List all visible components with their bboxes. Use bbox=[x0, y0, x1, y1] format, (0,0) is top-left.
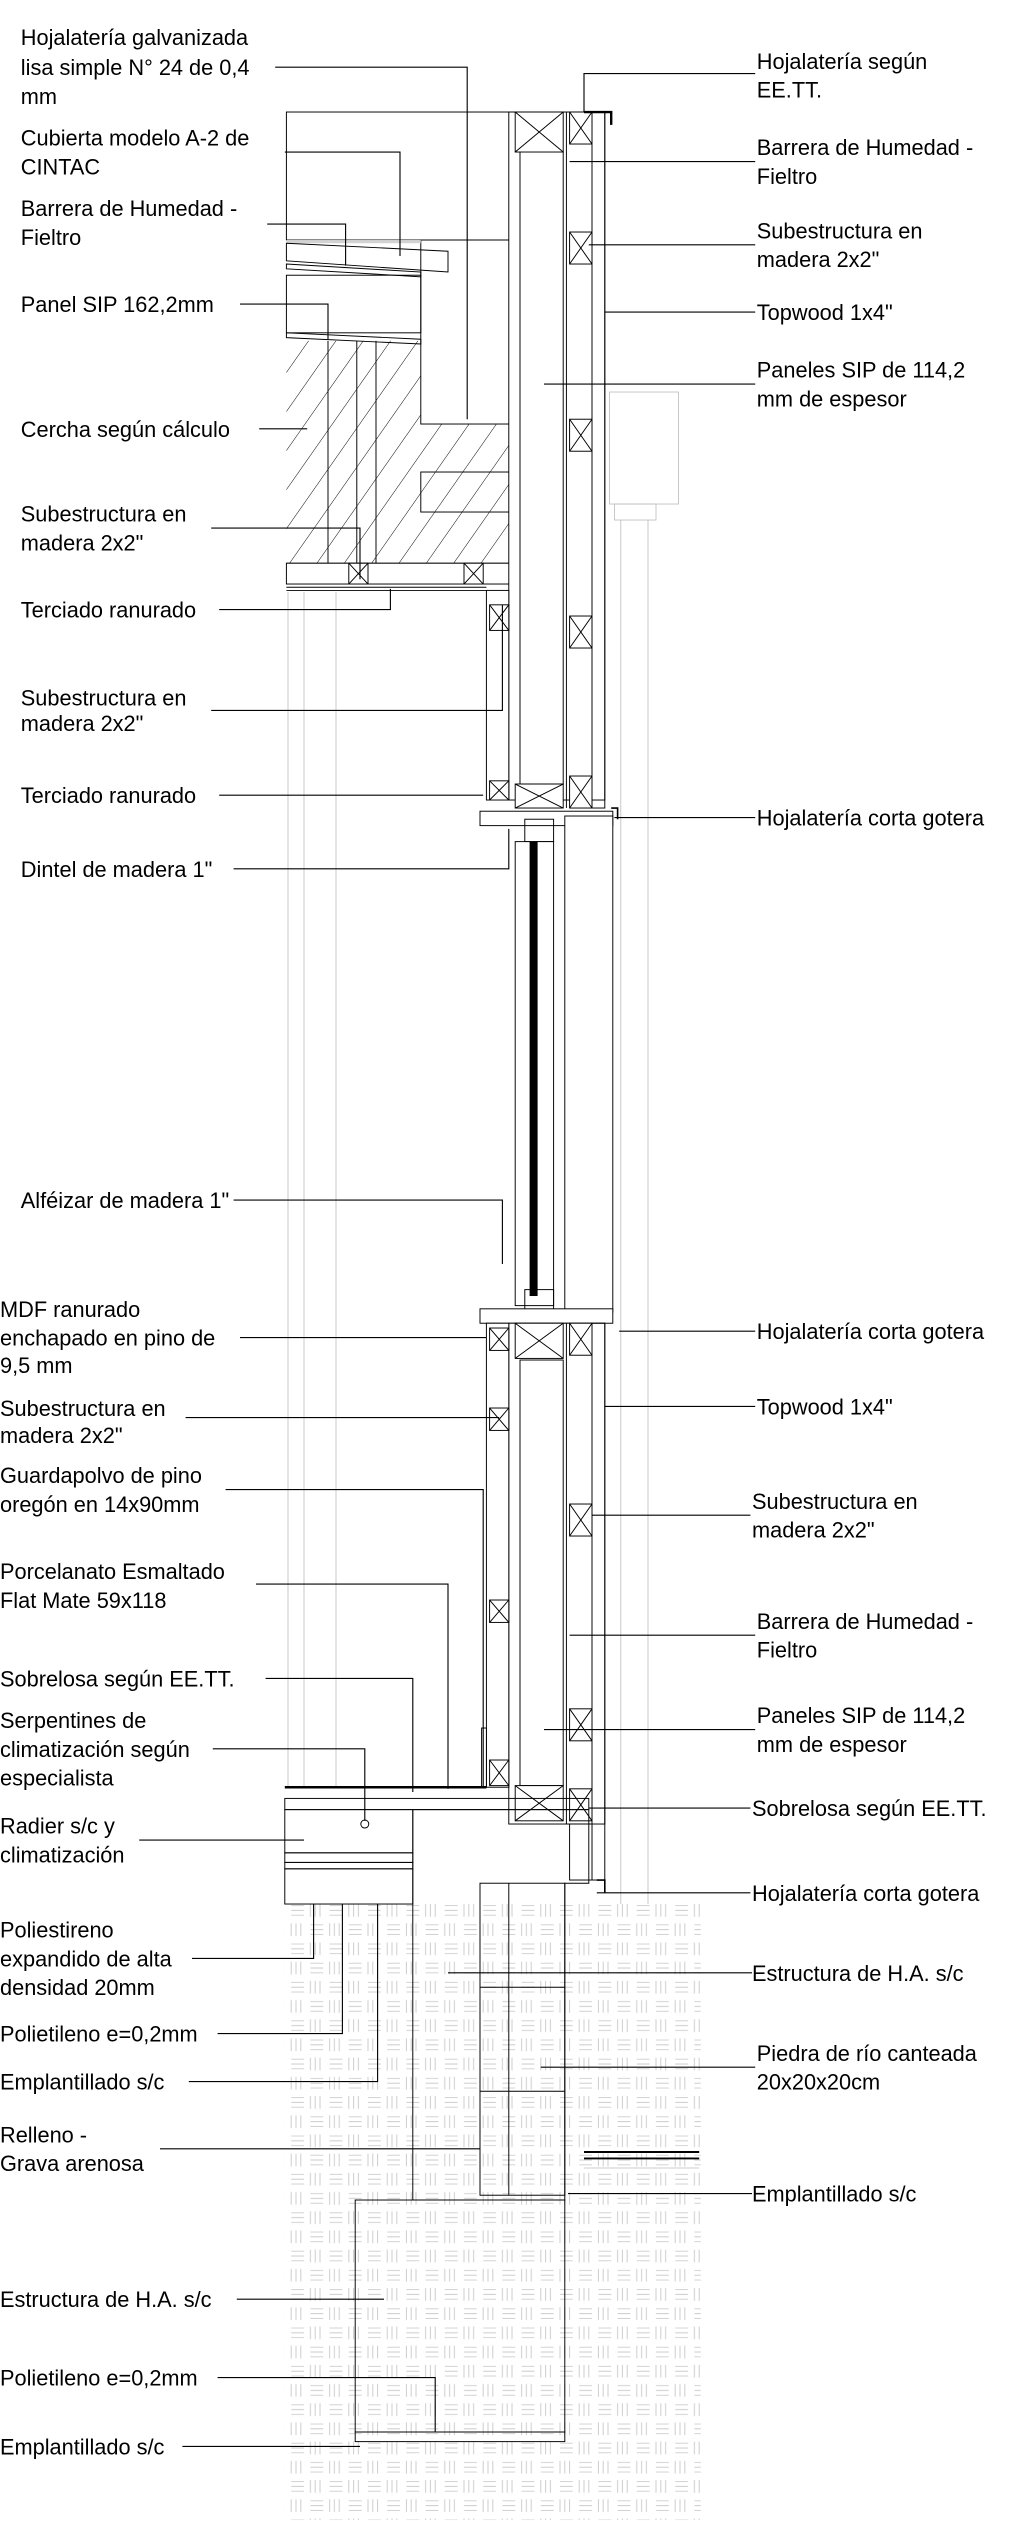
label-poliestireno: densidad 20mm bbox=[0, 1975, 155, 2000]
label-estructura-ha: Estructura de H.A. s/c bbox=[0, 2287, 212, 2312]
roof-assembly bbox=[285, 111, 515, 591]
radier bbox=[284, 1809, 414, 1854]
label-relleno: Grava arenosa bbox=[0, 2151, 145, 2176]
label-paneles-sip: mm de espesor bbox=[757, 386, 907, 411]
window bbox=[479, 807, 619, 1324]
label-guardapolvo: Guardapolvo de pino bbox=[0, 1463, 202, 1488]
label-polietileno: Polietileno e=0,2mm bbox=[0, 2366, 198, 2391]
label-polietileno: Polietileno e=0,2mm bbox=[0, 2022, 198, 2047]
label-subestructura: madera 2x2" bbox=[757, 247, 880, 272]
heating-pipe bbox=[360, 1819, 370, 1829]
label-subestructura: madera 2x2" bbox=[21, 530, 144, 555]
label-subestructura: Subestructura en bbox=[752, 1489, 918, 1514]
label-dintel: Dintel de madera 1" bbox=[21, 857, 213, 882]
label-poliestireno: Poliestireno bbox=[0, 1918, 114, 1943]
label-hojalateria-galvanizada: lisa simple N° 24 de 0,4 bbox=[21, 55, 250, 80]
label-serpentines: especialista bbox=[0, 1766, 115, 1791]
timber-block-xbox bbox=[348, 562, 484, 585]
label-cercha: Cercha según cálculo bbox=[21, 417, 230, 442]
label-paneles-sip: mm de espesor bbox=[757, 1732, 907, 1757]
label-barrera-humedad: Barrera de Humedad - bbox=[757, 135, 973, 160]
label-topwood: Topwood 1x4" bbox=[757, 1394, 893, 1419]
upper-wall bbox=[485, 110, 613, 809]
label-paneles-sip: Paneles SIP de 114,2 bbox=[757, 358, 965, 383]
river-stone-block bbox=[479, 1882, 566, 2196]
left-labels: Hojalatería galvanizada lisa simple N° 2… bbox=[0, 25, 250, 2460]
label-barrera-humedad: Fieltro bbox=[757, 1638, 817, 1663]
fill-gravel-background bbox=[284, 1904, 701, 2521]
label-piedra-rio: 20x20x20cm bbox=[757, 2070, 880, 2095]
leader-lines bbox=[139, 66, 756, 2447]
background-elevation bbox=[287, 391, 679, 2049]
baseboard bbox=[481, 1727, 487, 1788]
label-porcelanato: Flat Mate 59x118 bbox=[0, 1588, 166, 1613]
label-porcelanato: Porcelanato Esmaltado bbox=[0, 1559, 225, 1584]
label-subestructura: madera 2x2" bbox=[752, 1518, 875, 1543]
label-relleno: Relleno - bbox=[0, 2122, 87, 2147]
lower-wall bbox=[481, 1322, 606, 1893]
truss-hatch bbox=[286, 340, 421, 564]
label-hojalateria-segun: EE.TT. bbox=[757, 78, 822, 103]
label-cubierta: CINTAC bbox=[21, 154, 100, 179]
label-serpentines: climatización según bbox=[0, 1737, 190, 1762]
label-sobrelosa: Sobrelosa según EE.TT. bbox=[752, 1796, 987, 1821]
right-labels: Hojalatería según EE.TT. Barrera de Hume… bbox=[752, 49, 987, 2207]
label-guardapolvo: oregón en 14x90mm bbox=[0, 1492, 200, 1517]
label-cubierta: Cubierta modelo A-2 de bbox=[21, 126, 250, 151]
top-flashing bbox=[584, 110, 613, 125]
label-mdf: MDF ranurado bbox=[0, 1297, 140, 1322]
label-barrera-humedad: Barrera de Humedad - bbox=[757, 1609, 973, 1634]
label-emplantillado: Emplantillado s/c bbox=[0, 2434, 165, 2459]
label-paneles-sip: Paneles SIP de 114,2 bbox=[757, 1703, 965, 1728]
label-sobrelosa: Sobrelosa según EE.TT. bbox=[0, 1666, 235, 1691]
label-subestructura: Subestructura en bbox=[21, 502, 187, 527]
label-barrera-humedad: Fieltro bbox=[21, 225, 81, 250]
label-topwood: Topwood 1x4" bbox=[757, 300, 893, 325]
label-terciado: Terciado ranurado bbox=[21, 783, 196, 808]
substructure-xbox bbox=[569, 111, 593, 809]
label-emplantillado: Emplantillado s/c bbox=[752, 2182, 917, 2207]
label-estructura-ha: Estructura de H.A. s/c bbox=[752, 1961, 964, 1986]
roof-sheet bbox=[285, 242, 449, 273]
gravel-bed bbox=[284, 1868, 414, 1905]
label-subestructura: Subestructura en bbox=[0, 1396, 166, 1421]
label-mdf: enchapado en pino de bbox=[0, 1326, 215, 1351]
label-emplantillado: Emplantillado s/c bbox=[0, 2070, 165, 2095]
label-barrera-humedad: Fieltro bbox=[757, 164, 817, 189]
label-subestructura: Subestructura en bbox=[757, 218, 923, 243]
label-hojalateria-galvanizada: Hojalatería galvanizada bbox=[21, 25, 249, 50]
floor-foundation bbox=[284, 1785, 701, 2521]
label-radier: Radier s/c y bbox=[0, 1814, 115, 1839]
label-corta-gotera: Hojalatería corta gotera bbox=[757, 806, 985, 831]
label-radier: climatización bbox=[0, 1842, 125, 1867]
label-mdf: 9,5 mm bbox=[0, 1353, 73, 1378]
label-subestructura: madera 2x2" bbox=[21, 711, 144, 736]
label-piedra-rio: Piedra de río canteada bbox=[757, 2041, 978, 2066]
label-poliestireno: expandido de alta bbox=[0, 1946, 173, 1971]
label-terciado: Terciado ranurado bbox=[21, 598, 196, 623]
label-hojalateria-segun: Hojalatería según bbox=[757, 49, 928, 74]
label-barrera-humedad: Barrera de Humedad - bbox=[21, 196, 237, 221]
label-corta-gotera: Hojalatería corta gotera bbox=[752, 1881, 980, 1906]
label-corta-gotera: Hojalatería corta gotera bbox=[757, 1319, 985, 1344]
label-hojalateria-galvanizada: mm bbox=[21, 84, 57, 109]
window-glass bbox=[529, 841, 538, 1297]
eps-insulation bbox=[284, 1852, 414, 1863]
label-subestructura: madera 2x2" bbox=[0, 1423, 123, 1448]
label-panel-sip: Panel SIP 162,2mm bbox=[21, 292, 214, 317]
label-serpentines: Serpentines de bbox=[0, 1708, 146, 1733]
label-alfeizar: Alféizar de madera 1" bbox=[21, 1188, 229, 1213]
label-subestructura: Subestructura en bbox=[21, 686, 187, 711]
